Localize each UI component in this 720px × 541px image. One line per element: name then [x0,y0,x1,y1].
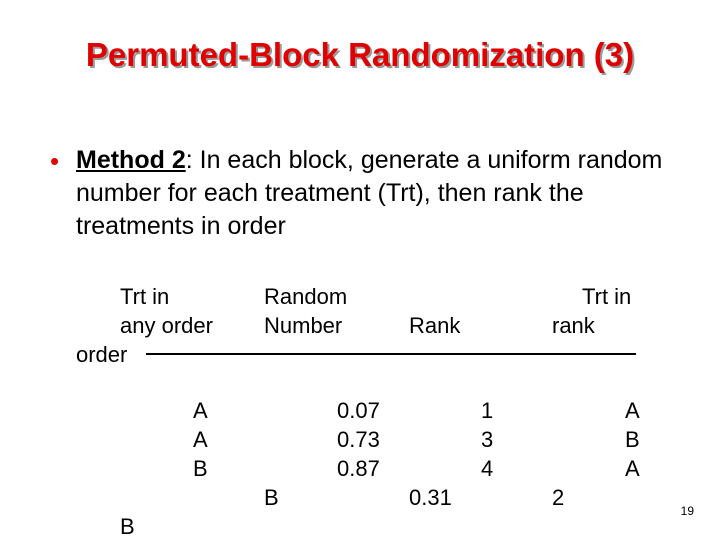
header-trt-any-order-line3: order [76,342,128,367]
header-rank: Rank [409,313,461,338]
method-colon: : [185,146,193,174]
trt-in-rank-cell: B [625,427,640,452]
random-number-cell: 0.87 [337,456,380,481]
header-trt-any-order-line1: Trt in [120,284,170,309]
trt-any-order-cell: A [193,427,208,452]
stray-cell-b-bottom: B [120,514,135,539]
random-number-cell: 0.73 [337,427,380,452]
trt-in-rank-cell: A [625,456,640,481]
rank-cell: 4 [481,456,494,481]
header-rule [146,353,636,355]
stray-cell-b: B [264,485,279,510]
rank-cell: 3 [481,427,494,452]
bullet-marker: • [50,146,60,176]
trt-any-order-cell: A [193,398,208,423]
bullet-text: Method 2: In each block, generate a unif… [76,144,676,243]
header-random-number-line1: Random [264,284,348,309]
method-label: Method 2 [76,146,186,174]
method-description: In each block, generate a uniform random… [76,146,663,240]
slide-title: Permuted-Block Randomization (3) [85,36,635,73]
trt-any-order-cell: B [193,456,208,481]
random-number-cell: 0.07 [337,398,380,423]
header-trt-any-order-line2: any order [120,313,213,338]
trt-in-rank-cell: A [625,398,640,423]
slide-number: 19 [680,504,694,518]
header-trt-in-rank-line1: Trt in [582,284,632,309]
stray-cell-value: 0.31 [409,485,452,510]
rank-cell: 1 [481,398,494,423]
header-random-number-line2: Number [264,313,343,338]
stray-cell-number: 2 [552,485,565,510]
header-trt-in-rank-line2: rank [552,313,595,338]
